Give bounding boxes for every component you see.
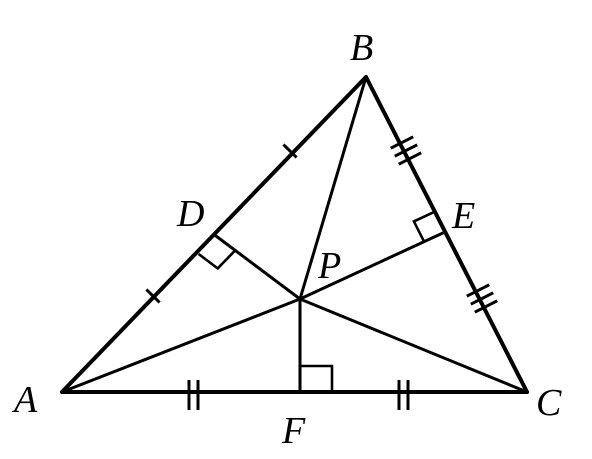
tick-ab-2 bbox=[145, 288, 161, 304]
segment-pd bbox=[214, 234, 302, 301]
tick-bc-1a bbox=[390, 135, 414, 150]
side-bc bbox=[364, 75, 529, 394]
segment-pb bbox=[298, 75, 368, 301]
label-a: A bbox=[11, 379, 38, 421]
side-ab bbox=[60, 75, 368, 394]
label-b: B bbox=[350, 27, 373, 69]
tick-bc-2b bbox=[470, 291, 494, 306]
tick-bc-1b bbox=[394, 143, 418, 158]
label-c: C bbox=[536, 382, 562, 424]
right-angle-d bbox=[197, 248, 237, 271]
label-e: E bbox=[451, 195, 475, 237]
segment-pa bbox=[60, 297, 302, 394]
tick-bc-2c bbox=[474, 299, 498, 314]
right-angle-e bbox=[412, 210, 435, 242]
segment-pc bbox=[298, 297, 529, 394]
label-f: F bbox=[281, 410, 306, 452]
tick-ab-1 bbox=[282, 143, 298, 159]
tick-bc-2a bbox=[466, 283, 490, 298]
label-d: D bbox=[176, 193, 204, 235]
tick-bc-1c bbox=[398, 151, 422, 166]
right-angle-f bbox=[300, 364, 334, 392]
segment-pe bbox=[298, 230, 447, 301]
label-p: P bbox=[317, 245, 341, 287]
